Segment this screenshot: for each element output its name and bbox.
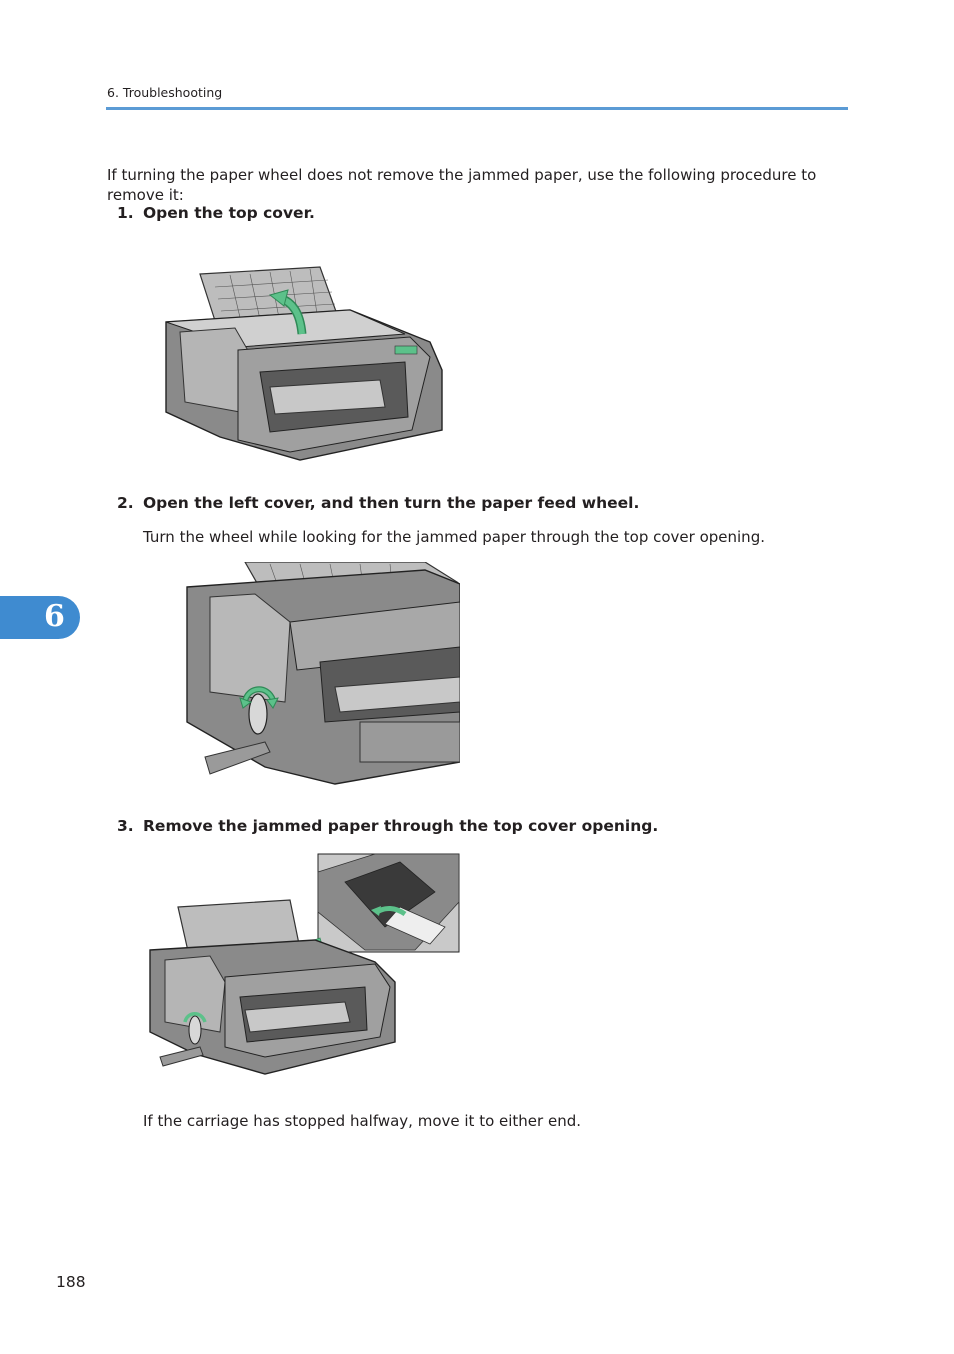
step-3-number: 3.	[117, 817, 134, 835]
printer-left-cover-illustration	[186, 562, 460, 785]
step-2-text: Open the left cover, and then turn the p…	[143, 494, 640, 512]
chapter-tab-label: 6	[44, 599, 65, 634]
header-rule	[106, 107, 848, 110]
printer-top-cover-illustration	[165, 266, 443, 461]
page-number: 188	[56, 1273, 86, 1291]
step-2: 2. Open the left cover, and then turn the…	[117, 494, 639, 512]
printer-remove-paper-illustration	[149, 853, 460, 1075]
step-1: 1. Open the top cover.	[117, 204, 315, 222]
step-3-text: Remove the jammed paper through the top …	[143, 817, 659, 835]
intro-paragraph: If turning the paper wheel does not remo…	[107, 166, 817, 204]
step-1-text: Open the top cover.	[143, 204, 315, 222]
step-2-note: Turn the wheel while looking for the jam…	[143, 528, 765, 546]
step-2-number: 2.	[117, 494, 134, 512]
step-3: 3. Remove the jammed paper through the to…	[117, 817, 658, 835]
step-1-number: 1.	[117, 204, 134, 222]
running-header: 6. Troubleshooting	[107, 85, 223, 100]
chapter-tab: 6	[0, 596, 80, 639]
step-3-note: If the carriage has stopped halfway, mov…	[143, 1112, 581, 1130]
